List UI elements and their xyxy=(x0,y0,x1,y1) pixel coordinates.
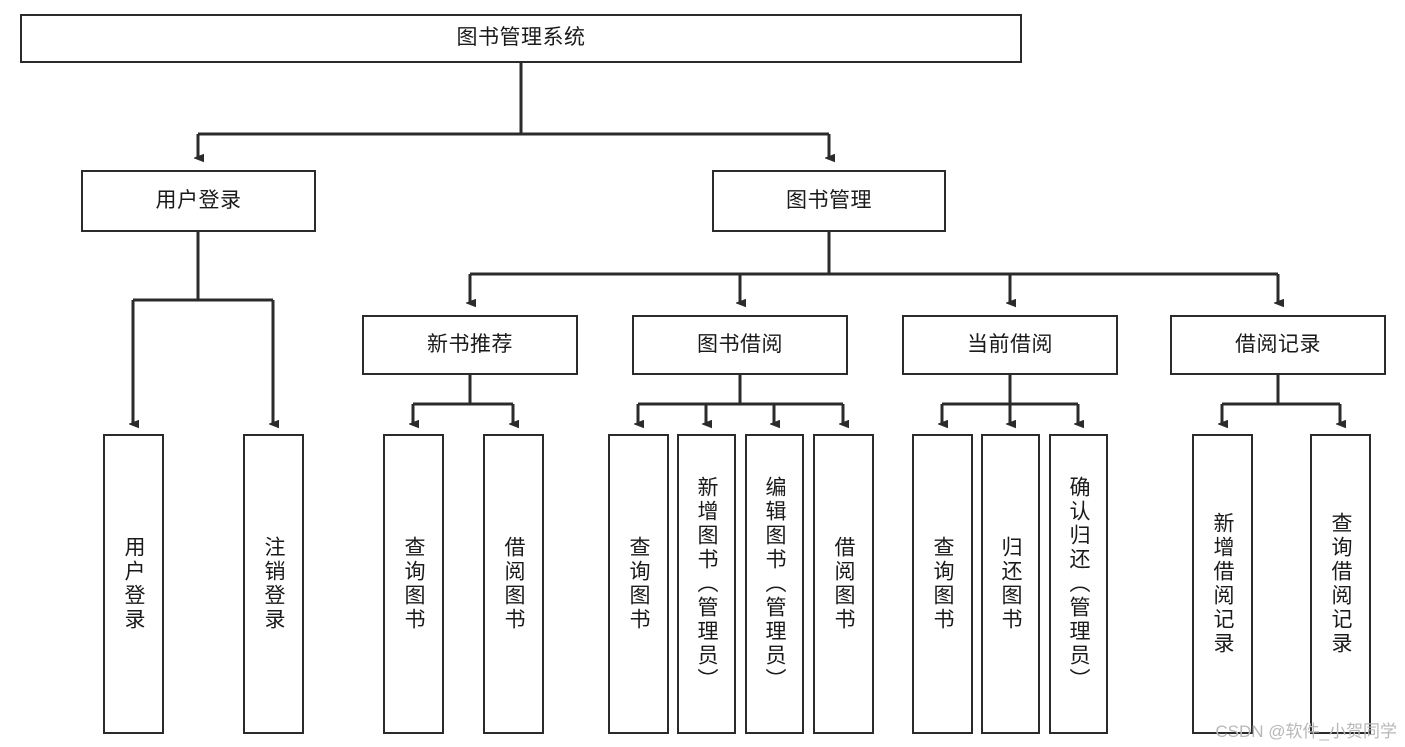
node-book-manage-label: 图书管理 xyxy=(786,188,872,212)
node-leaf-borrow-book-2-label: 借阅图书 xyxy=(832,536,855,632)
node-leaf-confirm-return-label: 确认归还（管理员） xyxy=(1067,476,1090,692)
node-leaf-return-book[interactable]: 归还图书 xyxy=(981,434,1040,734)
node-leaf-query-book-3[interactable]: 查询图书 xyxy=(912,434,973,734)
node-new-book-recommend-label: 新书推荐 xyxy=(427,332,513,356)
node-root[interactable]: 图书管理系统 xyxy=(20,14,1022,63)
node-leaf-borrow-book-1-label: 借阅图书 xyxy=(502,536,525,632)
node-leaf-edit-book-label: 编辑图书（管理员） xyxy=(763,476,786,692)
csdn-watermark: CSDN @软件_小贺同学 xyxy=(1215,722,1397,741)
node-leaf-edit-book[interactable]: 编辑图书（管理员） xyxy=(745,434,804,734)
node-new-book-recommend[interactable]: 新书推荐 xyxy=(362,315,578,375)
node-book-borrow[interactable]: 图书借阅 xyxy=(632,315,848,375)
node-leaf-query-book-1-label: 查询图书 xyxy=(402,536,425,632)
node-leaf-query-book-2-label: 查询图书 xyxy=(627,536,650,632)
node-leaf-query-record-label: 查询借阅记录 xyxy=(1329,512,1352,656)
node-book-manage[interactable]: 图书管理 xyxy=(712,170,946,232)
node-leaf-logout-label: 注销登录 xyxy=(262,536,285,632)
node-current-borrow-label: 当前借阅 xyxy=(967,332,1053,356)
node-leaf-borrow-book-1[interactable]: 借阅图书 xyxy=(483,434,544,734)
node-leaf-add-record[interactable]: 新增借阅记录 xyxy=(1192,434,1253,734)
node-leaf-user-login-label: 用户登录 xyxy=(122,536,145,632)
node-leaf-query-book-2[interactable]: 查询图书 xyxy=(608,434,669,734)
node-leaf-query-record[interactable]: 查询借阅记录 xyxy=(1310,434,1371,734)
node-leaf-add-record-label: 新增借阅记录 xyxy=(1211,512,1234,656)
node-user-login[interactable]: 用户登录 xyxy=(81,170,316,232)
node-borrow-record[interactable]: 借阅记录 xyxy=(1170,315,1386,375)
node-leaf-return-book-label: 归还图书 xyxy=(999,536,1022,632)
node-leaf-add-book-label: 新增图书（管理员） xyxy=(695,476,718,692)
node-leaf-confirm-return[interactable]: 确认归还（管理员） xyxy=(1049,434,1108,734)
node-root-label: 图书管理系统 xyxy=(456,26,586,50)
node-leaf-query-book-1[interactable]: 查询图书 xyxy=(383,434,444,734)
node-borrow-record-label: 借阅记录 xyxy=(1235,332,1321,356)
node-book-borrow-label: 图书借阅 xyxy=(697,332,783,356)
node-leaf-add-book[interactable]: 新增图书（管理员） xyxy=(677,434,736,734)
node-leaf-query-book-3-label: 查询图书 xyxy=(931,536,954,632)
node-user-login-label: 用户登录 xyxy=(155,188,242,212)
node-leaf-logout[interactable]: 注销登录 xyxy=(243,434,304,734)
node-leaf-user-login[interactable]: 用户登录 xyxy=(103,434,164,734)
node-current-borrow[interactable]: 当前借阅 xyxy=(902,315,1118,375)
node-leaf-borrow-book-2[interactable]: 借阅图书 xyxy=(813,434,874,734)
